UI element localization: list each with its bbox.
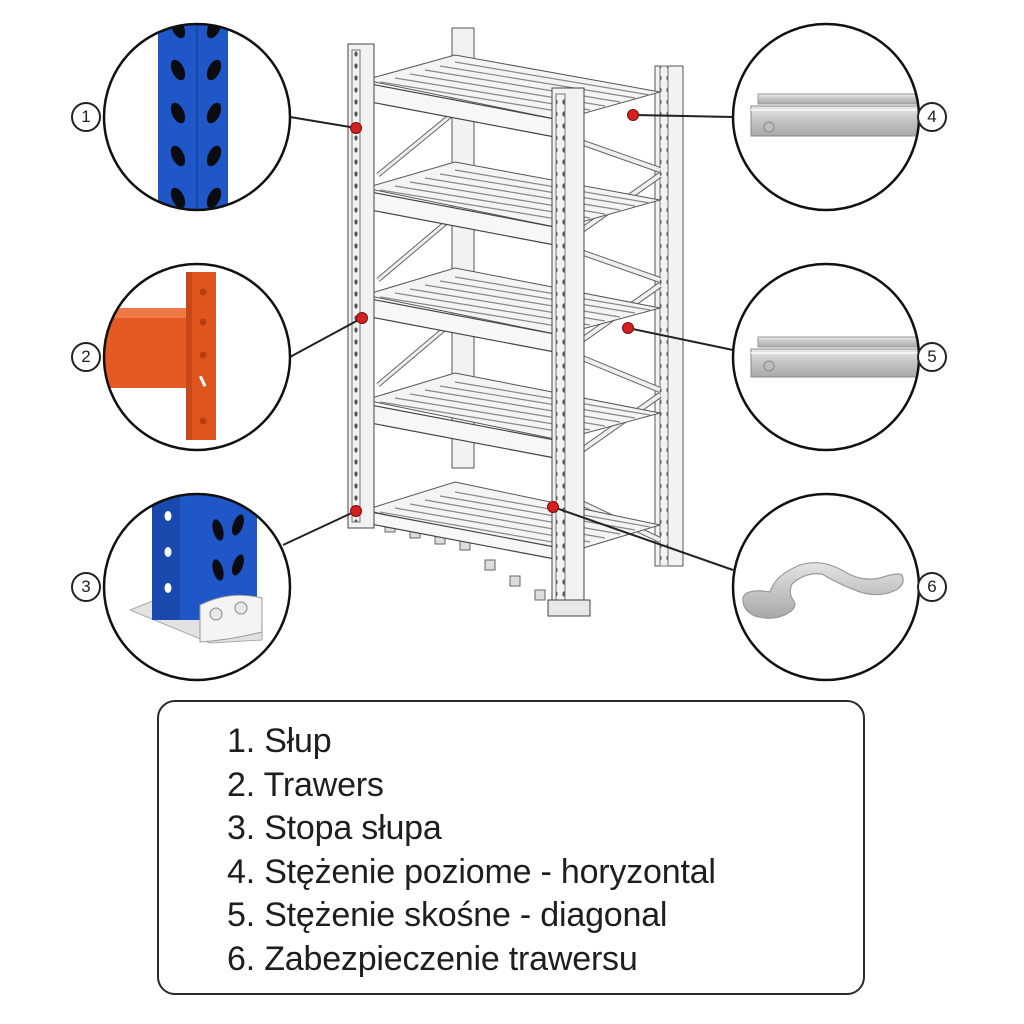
leader-line-3 [282, 510, 357, 546]
legend-box: 1. Słup 2. Trawers 3. Stopa słupa 4. Stę… [157, 700, 865, 995]
marker-5[interactable] [622, 322, 634, 334]
detail-footplate [102, 492, 292, 682]
callout-number-4: 4 [917, 102, 947, 132]
legend-item-2: 2. Trawers [227, 765, 384, 804]
shelf-deck [364, 161, 661, 229]
upright-back-left [451, 27, 475, 469]
marker-4[interactable] [627, 109, 639, 121]
leader-lines [282, 114, 734, 571]
shelf-deck [364, 54, 661, 121]
marker-2[interactable] [356, 312, 368, 324]
rack-illustration [347, 27, 684, 617]
callout-number-5: 5 [917, 342, 947, 372]
marker-6[interactable] [547, 501, 559, 513]
callout-number-6: 6 [917, 572, 947, 602]
detail-horizontal-brace [731, 22, 921, 212]
legend-item-5: 5. Stężenie skośne - diagonal [227, 896, 668, 934]
legend-item-3: 3. Stopa słupa [227, 809, 442, 847]
shelf-deck [364, 267, 661, 336]
marker-1[interactable] [350, 122, 362, 134]
upright-back-right [654, 65, 684, 567]
callout-number-3: 3 [71, 572, 101, 602]
callout-number-2: 2 [71, 342, 101, 372]
detail-upright [102, 22, 292, 212]
markers [350, 109, 639, 517]
detail-diagonal-brace [731, 262, 921, 452]
marker-3[interactable] [350, 505, 362, 517]
front-beams [359, 81, 561, 561]
callout-number-1: 1 [71, 102, 101, 132]
leader-line-6 [552, 506, 734, 571]
leader-line-5 [627, 327, 734, 351]
legend-item-4: 4. Stężenie poziome - horyzontal [227, 852, 716, 891]
leader-line-2 [289, 317, 363, 358]
legend-item-6: 6. Zabezpieczenie trawersu [227, 939, 638, 978]
detail-beam-lock [731, 492, 921, 682]
legend-list: 1. Słup 2. Trawers 3. Stopa słupa 4. Stę… [227, 720, 716, 981]
legend-item-1: 1. Słup [227, 722, 332, 760]
leader-line-1 [289, 116, 357, 129]
shelf-levels [363, 54, 661, 601]
leader-line-4 [632, 114, 734, 118]
detail-beam [102, 262, 292, 452]
